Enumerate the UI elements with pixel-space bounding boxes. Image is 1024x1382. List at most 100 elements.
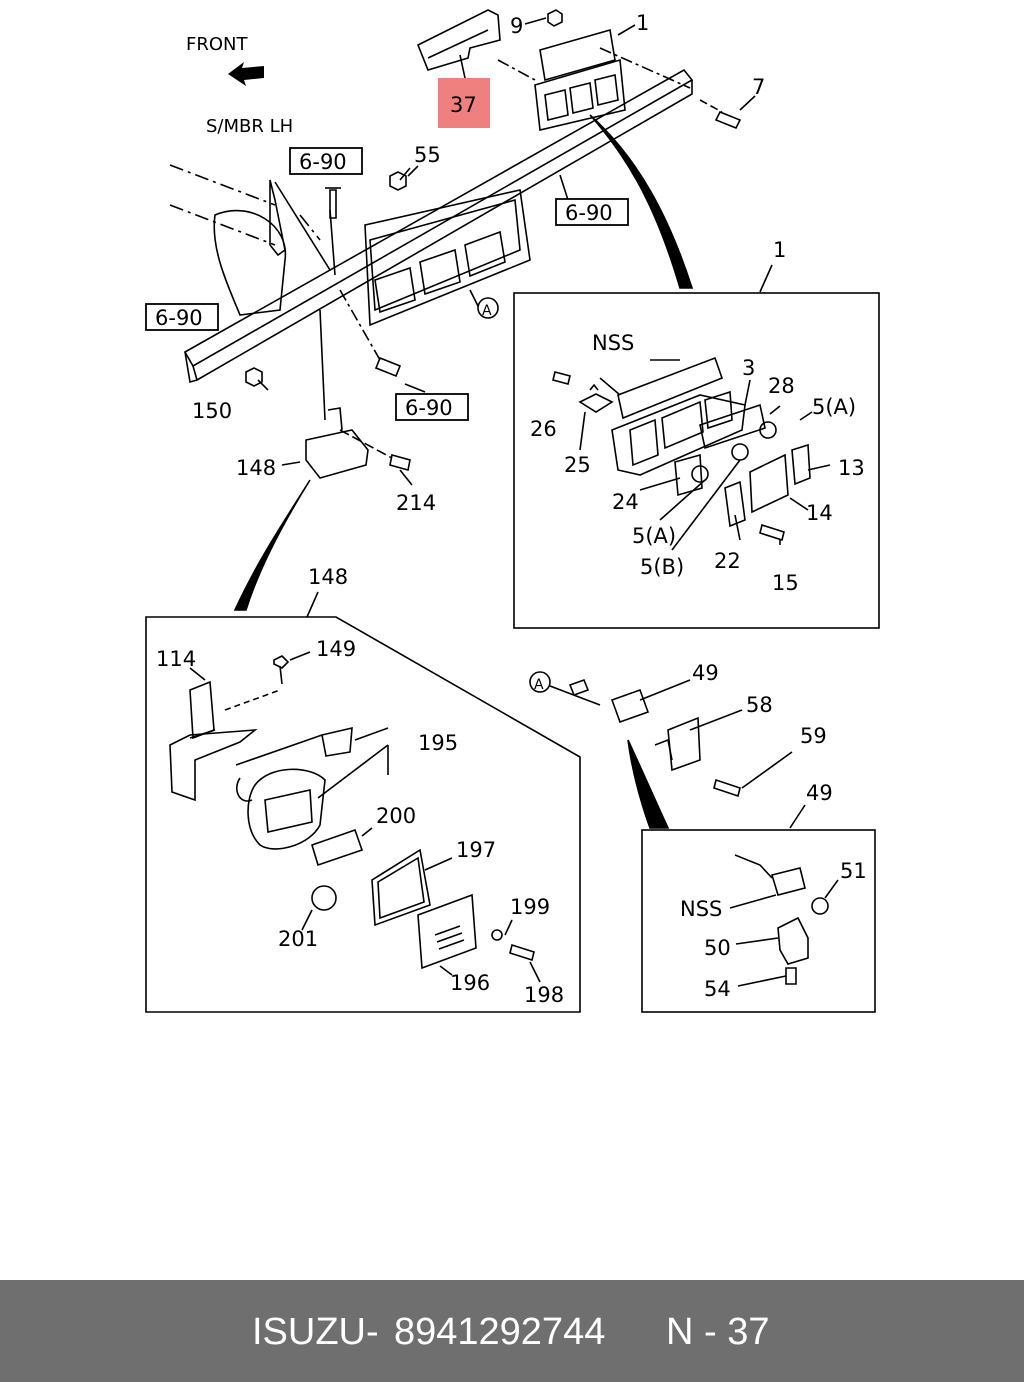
lamp-lens [417,893,477,970]
reference-a-icon [477,297,499,319]
part-label-37: 37 [450,93,477,117]
part-label-26: 26 [530,417,557,441]
connector [568,678,650,724]
lamp-housing [611,356,746,476]
part-label-54: 54 [704,977,731,1001]
highlighted-part-37 [438,78,490,128]
lens-gasket [371,848,431,927]
washer-icon [491,929,503,941]
part-label-148: 148 [236,456,276,480]
part-label-198: 198 [524,983,564,1007]
part-number-label: 8941292744 [394,1311,606,1353]
nut-icon [547,9,563,27]
bulb [731,443,749,461]
part-label-15: 15 [772,571,799,595]
callout-wedge [589,114,694,289]
rear-lamp-unit [534,28,626,131]
screw-icon [273,655,290,685]
part-label-148-detail: 148 [308,565,348,589]
footer-bar: ISUZU - 8941292744 N - 37 [0,1280,1024,1382]
ref-a-label: A [482,303,492,319]
ref-label: 6-90 [299,150,347,174]
screw-icon [785,967,797,985]
frame-rail [183,68,694,384]
nut-icon [245,367,263,387]
part-label-22: 22 [714,549,741,573]
detail-box-connector [641,829,876,1013]
callout-wedge [233,479,311,611]
gasket [674,453,703,497]
bulb [311,885,337,911]
callout-wedge [627,739,670,829]
bulb [811,897,829,915]
screw-icon [713,778,741,798]
ref-label: 6-90 [155,306,203,330]
bolt-icon [374,356,402,378]
ref-a-label: A [534,677,544,693]
side-lamp [305,407,369,479]
ref-box [145,303,219,331]
part-label-50: 50 [704,936,731,960]
part-label-49: 49 [692,661,719,685]
detail-box-side-lamp [145,616,581,1013]
brand-label: ISUZU [252,1311,366,1353]
bolt-icon [552,371,571,385]
reference-page-label: N - 37 [666,1311,770,1353]
part-label-196: 196 [450,971,490,995]
part-label-201: 201 [278,927,318,951]
part-label-195: 195 [418,731,458,755]
part-label-114: 114 [156,647,196,671]
part-label-24: 24 [612,490,639,514]
nss-label: NSS [592,331,634,355]
ref-box [555,198,629,226]
part-label-149: 149 [316,637,356,661]
side-member-bracket [213,179,287,316]
lamp-clip [321,726,353,757]
part-label-7: 7 [752,75,765,99]
part-label-197: 197 [456,838,496,862]
nut-icon [389,171,407,191]
separator-label: - [366,1311,379,1353]
gasket [699,403,766,450]
screw-icon [759,523,785,542]
lens [791,443,811,486]
lens-cover [724,480,746,528]
part-label-200: 200 [376,804,416,828]
part-label-58: 58 [746,693,773,717]
part-label-199: 199 [510,895,550,919]
reference-a-icon [529,671,551,693]
connector [734,854,806,896]
part-label-150: 150 [192,399,232,423]
part-label-49-detail: 49 [806,781,833,805]
part-label-5b: 5(B) [640,555,684,579]
part-label-14: 14 [806,501,833,525]
ref-label: 6-90 [565,201,613,225]
ref-label: 6-90 [405,396,453,420]
connector-cover [654,716,701,772]
detail-box-lamp-unit [513,292,880,629]
front-label: FRONT [186,34,248,55]
bolt-icon [325,187,341,219]
bulb [759,421,777,439]
lamp-bracket [169,680,258,802]
front-arrow-icon [228,62,264,86]
ref-box [395,393,469,421]
part-label-1: 1 [636,11,649,35]
nss-label: NSS [680,897,722,921]
part-label-59: 59 [800,724,827,748]
part-label-214: 214 [396,491,436,515]
parts-diagram: FRONT S/MBR LH 6-90 6-90 6-90 6-90 A A 9… [145,9,880,1013]
bulb [691,465,709,483]
bracket-cover [777,916,809,965]
lens [749,453,789,514]
side-member-label: S/MBR LH [206,116,293,137]
part-label-1-detail: 1 [773,238,786,262]
bolt-icon [714,110,742,130]
part-label-13: 13 [838,456,865,480]
lamp-bracket [416,9,501,71]
bulb-socket [578,393,614,413]
part-label-28: 28 [768,374,795,398]
part-label-5a-2: 5(A) [632,524,676,548]
lamp-body [236,768,326,850]
bolt-icon [389,453,411,472]
